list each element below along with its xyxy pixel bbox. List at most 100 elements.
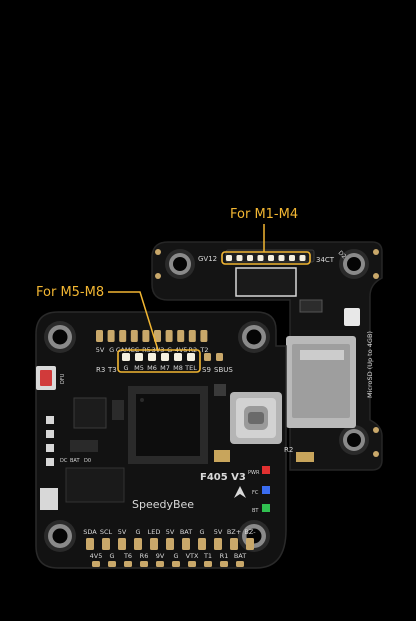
solder-pad [182,538,190,550]
solder-pad [118,538,126,550]
pad-label: BZ+ [227,528,241,536]
pad-label: T2 [199,346,208,354]
label-t3: T3 [107,366,117,374]
mount-hole-main-bottom-left [44,520,76,552]
pad-label: BZ- [244,528,256,536]
solder-pad [124,561,132,567]
label-s9: S9 [202,366,211,374]
pad-label: TEL [184,364,197,372]
pad-label: SCL [100,528,113,536]
solder-pad [177,330,185,342]
solder-pad [236,561,244,567]
pad-label: M7 [160,364,170,372]
label-pwr: PWR [248,470,260,476]
solder-pad [107,330,115,342]
pad-label: M8 [173,364,183,372]
solder-pad [204,561,212,567]
pad-label: G [199,528,204,536]
solder-pad [230,538,238,550]
solder-pad [150,538,158,550]
label-r3: R3 [96,366,105,374]
top-pad-row-1 [96,330,208,342]
callout-m1-m4: For M1-M4 [221,207,311,265]
pad-label: 9V [156,552,165,560]
solder-pad [200,330,208,342]
pad-label: G [109,552,114,560]
pad-label: 5V [166,528,175,536]
solder-pad [135,353,143,361]
pad-label: G [173,552,178,560]
solder-pad [246,538,254,550]
model-name: F405 V3 [200,472,246,483]
label-sbus: SBUS [214,366,233,374]
mount-hole-main-top-right [238,321,270,353]
mount-hole-main-top-left [44,321,76,353]
pad-label: VTX [186,552,199,560]
pad-label: G [109,346,114,354]
pad-label: 5V [118,528,127,536]
solder-pad [174,353,182,361]
pad-label: 5V [96,346,105,354]
pad-label: T6 [123,552,132,560]
solder-pad [166,538,174,550]
pad-label: SDA [83,528,97,536]
pad-label: R1 [220,552,229,560]
solder-pad [142,330,150,342]
pad-label: LED [148,528,161,536]
solder-pad [188,330,196,342]
solder-pad [140,561,148,567]
pad-label: M6 [147,364,157,372]
bottom-pad-row-2 [92,561,244,567]
solder-pad [134,538,142,550]
solder-pad [154,330,161,342]
solder-pad [220,561,228,567]
solder-pad [257,255,264,261]
solder-pad [108,561,116,567]
connector-left-label: GV12 [198,255,217,263]
solder-pad [96,330,103,342]
label-bt: BT [252,508,259,514]
solder-pad [122,353,130,361]
solder-pad [92,561,100,567]
mcu-chip [128,386,208,464]
motor-pads-highlight [117,349,201,373]
led-column [46,416,54,466]
solder-pad [204,353,211,361]
microsd-label: MicroSD (Up to 4GB) [366,331,374,398]
pad-label: BAT [234,552,246,560]
mount-hole-top-right [339,249,369,279]
solder-pad [161,353,169,361]
solder-pad [148,353,156,361]
solder-pad [278,255,285,261]
mount-hole-bottom-right [339,425,369,455]
solder-pad [214,538,222,550]
solder-pad [119,330,127,342]
boot-button [36,366,56,390]
solder-pad [102,538,110,550]
brand-name: SpeedyBee [132,498,194,511]
microsd-slot [286,336,356,428]
callout-m1-m4-label: For M1-M4 [230,207,298,222]
solder-pad [226,255,232,261]
label-dc: DC [60,458,68,464]
bottom-pad-row-1 [86,538,254,550]
label-bat-left: BAT [70,458,80,464]
solder-pad [156,561,164,567]
label-dfu: DFU [60,373,66,384]
label-r2: R2 [284,446,293,454]
pad-label: G [135,528,140,536]
solder-pad [236,255,243,261]
solder-pad [198,538,206,550]
pad-label: T1 [203,552,212,560]
speedybee-logo-arrow [234,486,246,498]
top-board: GV12 34CT MicroSD (Up to 4GB) D1 D2 [151,241,383,471]
solder-pad [216,353,223,361]
usb-c-port [230,392,282,444]
pad-label: G [123,364,128,372]
solder-pad [187,353,195,361]
pad-label: BAT [180,528,192,536]
